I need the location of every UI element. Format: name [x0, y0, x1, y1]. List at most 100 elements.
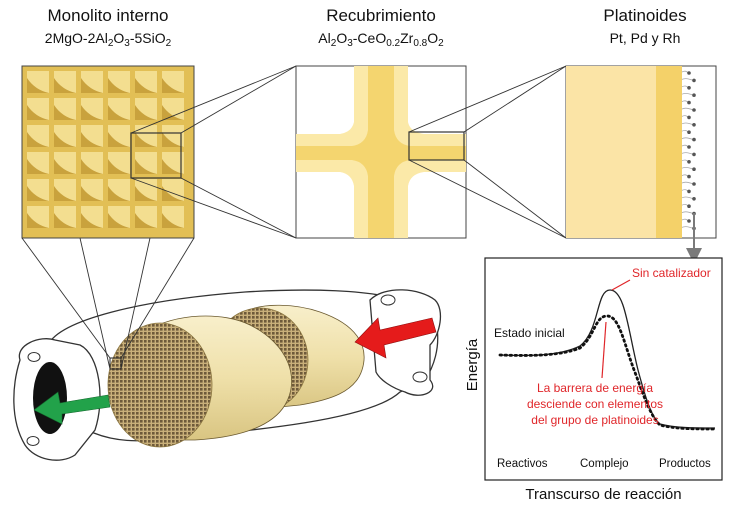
pgm-particle: [692, 108, 696, 112]
pgm-particle: [687, 71, 691, 75]
monolith-brick-front: [107, 322, 213, 448]
monolith-cell-shade: [81, 105, 103, 120]
pgm-particle: [692, 123, 696, 127]
monolith-cell-shade: [108, 213, 130, 228]
uncatalyzed-label: Sin catalizador: [632, 266, 711, 280]
reaction-progress-axis-label: Transcurso de reacción: [525, 486, 682, 503]
monolith-cell-shade: [81, 78, 103, 93]
stage-complex: Complejo: [580, 458, 629, 470]
uncatalyzed-pointer: [611, 279, 631, 291]
monolith-cell-shade: [54, 78, 76, 93]
pgm-particle: [692, 197, 696, 201]
monolith-cell-shade: [108, 78, 130, 93]
pgm-tether: [681, 211, 694, 214]
monolith-cell-shade: [54, 132, 76, 147]
monolith-cell-shade: [162, 186, 184, 201]
pgm-particle: [687, 86, 691, 90]
monolith-cell-shade: [135, 105, 157, 120]
monolith-cell-shade: [108, 186, 130, 201]
pgm-tether: [681, 107, 694, 111]
zoom-lines-2: [408, 65, 567, 239]
platinoid-panel: [565, 65, 717, 239]
pgm-tether: [681, 226, 694, 229]
monolith-cell-shade: [108, 132, 130, 147]
monolith-cell-shade: [81, 159, 103, 174]
pgm-particle: [687, 174, 691, 179]
pgm-tether: [681, 152, 694, 155]
monolith-cell-shade: [108, 159, 130, 174]
monolith-cell-shade: [54, 186, 76, 201]
pgm-tether: [681, 196, 694, 200]
monolith-cell-shade: [108, 105, 130, 120]
pgm-particle: [687, 145, 691, 149]
energy-chart: Energía: [464, 257, 723, 481]
monolith-cell-shade: [27, 213, 49, 228]
pgm-particle: [687, 130, 691, 134]
outlet-arrow: [33, 391, 111, 425]
catalyzed-curve: [498, 314, 717, 431]
monolith-cell-shade: [135, 159, 157, 174]
monolith-cell-shade: [162, 132, 184, 147]
pgm-particle: [687, 219, 691, 223]
monolith-cell-shade: [135, 78, 157, 93]
monolith-cell-shade: [27, 78, 49, 93]
pgm-tether: [681, 181, 694, 185]
pgm-tether: [681, 93, 694, 96]
pgm-tether: [681, 167, 694, 170]
pgm-particle: [692, 182, 696, 186]
pgm-particle: [687, 160, 691, 164]
monolith-cells: [27, 71, 184, 228]
inlet-arrow: [354, 317, 437, 359]
coating-formula: Al2O3-CeO0.2Zr0.8O2: [318, 30, 444, 49]
pgm-particle: [692, 93, 696, 97]
monolith-title: Monolito interno: [47, 6, 169, 25]
monolith-cell-shade: [81, 213, 103, 228]
coating-zoom-box: [408, 131, 465, 161]
pgm-particle: [687, 204, 691, 208]
pgm-tether: [681, 137, 694, 140]
energy-axis-label: Energía: [464, 338, 481, 391]
monolith-cell-shade: [81, 132, 103, 147]
monolith-cell-shade: [162, 105, 184, 120]
monolith-panel: [21, 65, 195, 239]
monolith-cell-shade: [162, 213, 184, 228]
zoom-lines-0: [21, 237, 195, 370]
pgm-particle: [687, 100, 691, 105]
monolith-cell-shade: [81, 186, 103, 201]
monolith-cell-shade: [135, 186, 157, 201]
stage-reactants: Reactivos: [497, 458, 548, 470]
coating-title: Recubrimiento: [326, 6, 436, 25]
monolith-cell-shade: [27, 132, 49, 147]
monolith-cell-shade: [27, 159, 49, 174]
monolith-cell-shade: [135, 132, 157, 147]
monolith-zoom-box: [130, 132, 182, 179]
monolith-cell-shade: [162, 159, 184, 174]
initial-state-label: Estado inicial: [494, 326, 565, 340]
monolith-cell-shade: [54, 105, 76, 120]
pgm-tether: [681, 78, 694, 81]
platinoid-title: Platinoides: [603, 6, 687, 25]
monolith-cell-shade: [54, 159, 76, 174]
pgm-particle: [692, 78, 696, 83]
barrier-pointer: [601, 321, 607, 379]
monolith-cell-shade: [162, 78, 184, 93]
monolith-cell-shade: [135, 213, 157, 228]
chart-frame: [484, 257, 723, 481]
barrier-note: La barrera de energía desciende con elem…: [526, 381, 664, 427]
pgm-particle: [692, 137, 696, 142]
pgm-tether: [681, 122, 694, 126]
coating-panel: [295, 65, 467, 239]
pgm-particle: [692, 167, 696, 171]
brick-zoom-box: [109, 357, 122, 370]
zoom-lines-1: [130, 65, 297, 239]
pgm-particle: [687, 189, 691, 194]
monolith-formula: 2MgO-2Al2O3-5SiO2: [44, 30, 172, 49]
pgm-particle: [687, 115, 691, 120]
platinoid-subtitle: Pt, Pd y Rh: [609, 30, 681, 46]
converter: [13, 289, 442, 461]
monolith-cell-shade: [27, 186, 49, 201]
pgm-particle: [692, 152, 696, 157]
monolith-cell-shade: [54, 213, 76, 228]
monolith-cell-shade: [27, 105, 49, 120]
